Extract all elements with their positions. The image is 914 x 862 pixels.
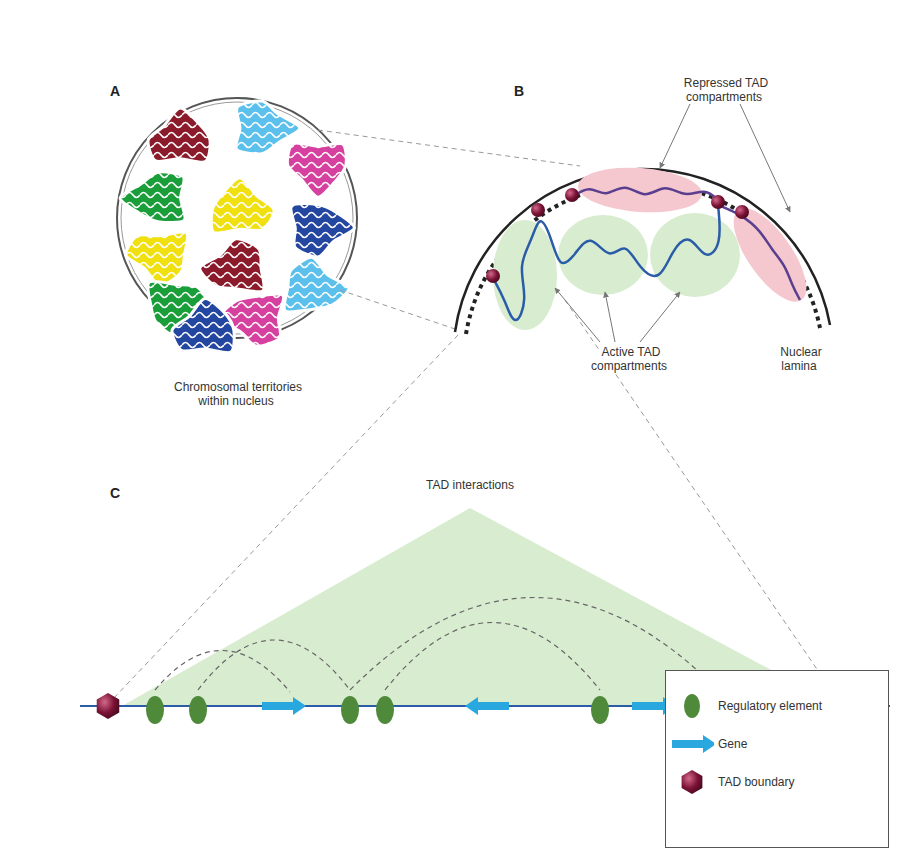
callout-label-box: Active TAD compartments bbox=[570, 345, 690, 373]
territory-texture bbox=[284, 257, 349, 312]
tad-boundary bbox=[97, 693, 120, 719]
tad-boundary bbox=[711, 195, 725, 209]
territory-texture bbox=[172, 298, 234, 352]
regulatory-element bbox=[376, 696, 394, 724]
legend-text: Regulatory element bbox=[718, 699, 822, 713]
callout-label-box: Nuclear lamina bbox=[760, 345, 840, 373]
chromosome-territory bbox=[120, 172, 185, 223]
panel-title: TAD interactions bbox=[424, 478, 516, 492]
callout-label-box: Repressed TAD compartments bbox=[650, 76, 800, 104]
active-compartment bbox=[650, 213, 740, 297]
active-compartment bbox=[558, 215, 648, 295]
chromosome-territory bbox=[291, 204, 355, 257]
panel-letter-box: A bbox=[108, 84, 138, 98]
regulatory-element bbox=[341, 696, 359, 724]
active-compartment bbox=[493, 220, 557, 330]
territory-texture bbox=[291, 204, 355, 257]
legend: Regulatory elementGeneTAD boundary bbox=[665, 670, 889, 848]
chromosome-territory bbox=[172, 298, 234, 352]
panel-letter: B bbox=[512, 83, 526, 99]
chromosome-territory bbox=[287, 143, 346, 197]
chromosome-territory bbox=[284, 257, 349, 312]
chromosome-territory bbox=[148, 108, 210, 162]
territory-texture bbox=[211, 178, 274, 233]
panel-letter: C bbox=[108, 485, 122, 501]
territory-texture bbox=[126, 232, 188, 286]
chromatin-fiber bbox=[718, 205, 800, 300]
gene-arrow bbox=[465, 697, 509, 715]
chromosome-territory bbox=[211, 178, 274, 233]
territory-texture bbox=[120, 172, 185, 223]
callout-label: Active TAD compartments bbox=[591, 345, 669, 373]
panel-letter: A bbox=[108, 83, 122, 99]
tad-boundary bbox=[486, 269, 500, 283]
chromatin-fiber bbox=[493, 205, 720, 320]
legend-sample bbox=[670, 767, 714, 797]
regulatory-element bbox=[591, 696, 609, 724]
panel-letter-box: C bbox=[108, 486, 138, 500]
nuclear-envelope bbox=[455, 169, 830, 332]
legend-sample bbox=[670, 729, 714, 759]
legend-text: TAD boundary bbox=[718, 775, 794, 789]
legend-row: Regulatory element bbox=[666, 687, 888, 725]
territory-texture bbox=[200, 239, 264, 292]
chromosome-territory bbox=[200, 239, 264, 292]
caption-label: Chromosomal territories within nucleus bbox=[172, 380, 302, 408]
tad-boundary bbox=[531, 203, 545, 217]
territory-texture bbox=[287, 143, 346, 197]
leader-lines bbox=[555, 104, 790, 342]
chromatin-fiber bbox=[572, 188, 718, 200]
callout-label: Nuclear lamina bbox=[778, 345, 821, 373]
repressed-compartment bbox=[720, 197, 819, 312]
territory-texture bbox=[148, 108, 210, 162]
legend-row: TAD boundary bbox=[666, 763, 888, 801]
tad-boundary bbox=[565, 188, 579, 202]
regulatory-element bbox=[146, 696, 164, 724]
regulatory-element bbox=[189, 696, 207, 724]
callout-label: Repressed TAD compartments bbox=[682, 76, 768, 104]
panel-letter-box: B bbox=[512, 84, 542, 98]
legend-text: Gene bbox=[718, 737, 747, 751]
chromosome-territory bbox=[126, 232, 188, 286]
tad-boundary bbox=[735, 205, 749, 219]
caption-label-box: Chromosomal territories within nucleus bbox=[157, 380, 317, 408]
legend-row: Gene bbox=[666, 725, 888, 763]
panel-title-box: TAD interactions bbox=[400, 478, 540, 492]
gene-arrow bbox=[262, 697, 306, 715]
interaction-arcs bbox=[155, 598, 718, 693]
legend-sample bbox=[670, 691, 714, 721]
